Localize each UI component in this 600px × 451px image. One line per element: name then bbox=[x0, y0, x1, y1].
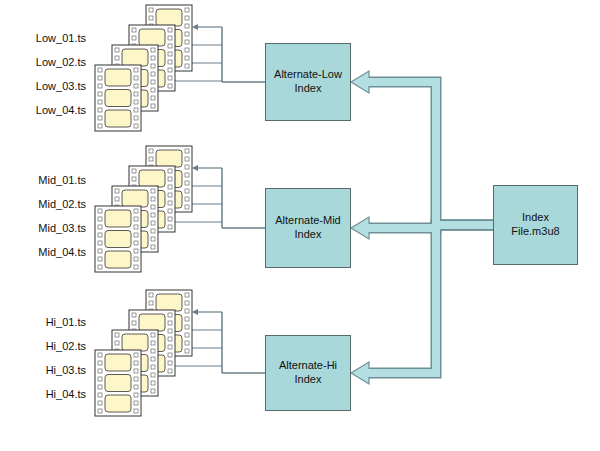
film-strip bbox=[95, 65, 141, 131]
variant-index-box: Alternate-Mid Index bbox=[265, 188, 351, 268]
file-name: Mid_01.ts bbox=[38, 174, 86, 186]
file-name: Low_03.ts bbox=[36, 80, 86, 92]
master-playlist-box: Index File.m3u8 bbox=[493, 185, 578, 265]
file-name: Hi_03.ts bbox=[46, 364, 86, 376]
file-name: Mid_03.ts bbox=[38, 222, 86, 234]
file-name: Mid_02.ts bbox=[38, 198, 86, 210]
film-strip bbox=[95, 350, 141, 416]
file-name: Hi_02.ts bbox=[46, 340, 86, 352]
file-name: Hi_04.ts bbox=[46, 388, 86, 400]
film-strip bbox=[95, 206, 141, 272]
box-label: Alternate-Mid Index bbox=[272, 214, 344, 242]
variant-index-box: Alternate-Hi Index bbox=[265, 335, 351, 411]
fat-arrow bbox=[351, 225, 493, 384]
fat-arrow bbox=[351, 71, 493, 225]
file-name: Low_01.ts bbox=[36, 32, 86, 44]
file-name: Mid_04.ts bbox=[38, 246, 86, 258]
variant-index-box: Alternate-Low Index bbox=[265, 43, 351, 121]
box-label: Alternate-Low Index bbox=[272, 68, 344, 96]
box-label: Index File.m3u8 bbox=[500, 211, 571, 239]
box-label: Alternate-Hi Index bbox=[272, 359, 344, 387]
file-name: Low_02.ts bbox=[36, 56, 86, 68]
file-name: Low_04.ts bbox=[36, 104, 86, 116]
file-name: Hi_01.ts bbox=[46, 316, 86, 328]
